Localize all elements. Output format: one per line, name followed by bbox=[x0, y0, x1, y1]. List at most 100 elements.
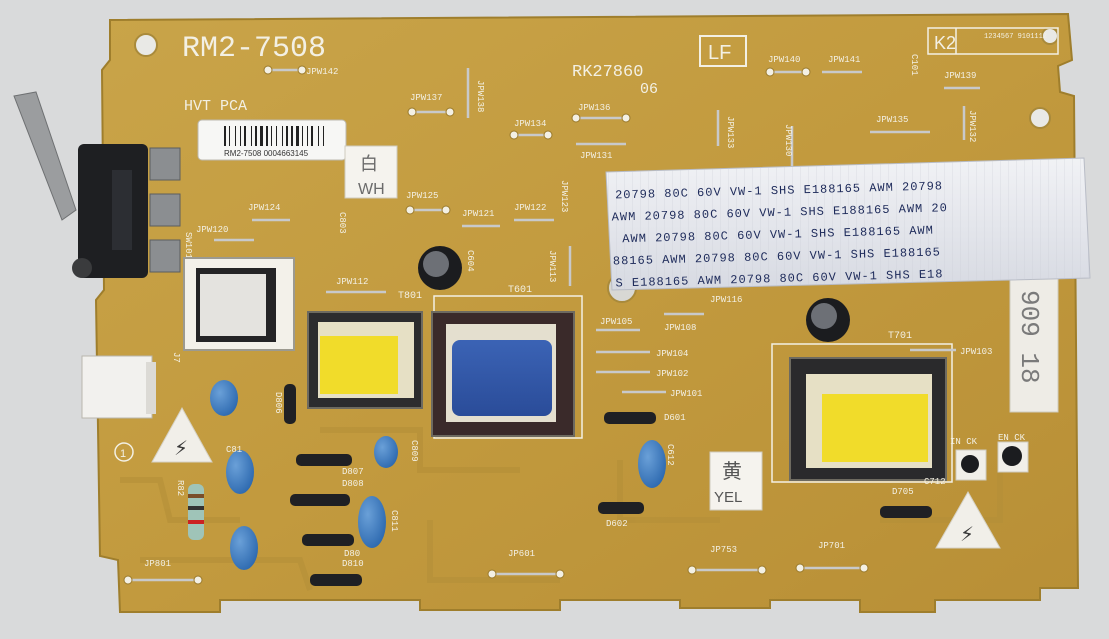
label-t701: T701 bbox=[888, 331, 912, 342]
side-marking: 909 18 bbox=[1014, 290, 1044, 384]
label-c803: C803 bbox=[337, 212, 347, 234]
label-jpw136: JPW136 bbox=[578, 103, 610, 113]
label-jpw131: JPW131 bbox=[580, 151, 612, 161]
label-j7: J7 bbox=[171, 352, 181, 363]
label-en-ck: EN CK bbox=[998, 433, 1026, 443]
barcode-sticker: RM2-7508 0004663145 bbox=[197, 119, 347, 161]
label-jpw122: JPW122 bbox=[514, 203, 546, 213]
label-jpw130: JPW130 bbox=[783, 124, 793, 156]
connector-j7[interactable] bbox=[81, 355, 156, 419]
label-jpw104: JPW104 bbox=[656, 349, 688, 359]
label-d601: D601 bbox=[664, 413, 686, 423]
lf-box bbox=[699, 35, 747, 67]
label-c612: C612 bbox=[665, 444, 675, 466]
label-c101: C101 bbox=[909, 54, 919, 76]
label-jpw135: JPW135 bbox=[876, 115, 908, 125]
pin1-mark: 1 bbox=[120, 448, 126, 460]
warning-icon: ⚡ bbox=[960, 522, 974, 546]
transformer-t801 bbox=[307, 311, 423, 409]
part-number: RM2-7508 bbox=[182, 32, 326, 66]
warning-triangle-right: ⚡ bbox=[935, 490, 1001, 549]
capacitor-c706 bbox=[806, 298, 850, 342]
label-jpw101: JPW101 bbox=[670, 389, 702, 399]
label-c809: C809 bbox=[409, 440, 419, 462]
label-jpw112: JPW112 bbox=[336, 277, 368, 287]
warning-triangle-left: ⚡ bbox=[151, 406, 213, 463]
rk-rev: 06 bbox=[640, 81, 658, 98]
label-sw101: SW101 bbox=[183, 232, 193, 259]
label-jpw116: JPW116 bbox=[710, 295, 742, 305]
label-jp801: JP801 bbox=[144, 559, 171, 569]
label-jpw121: JPW121 bbox=[462, 209, 494, 219]
capacitor-c604 bbox=[418, 246, 462, 290]
lf-mark: LF bbox=[708, 42, 731, 64]
k2-box bbox=[927, 27, 1059, 55]
label-t601: T601 bbox=[508, 285, 532, 296]
ceramic-capacitors bbox=[210, 380, 666, 570]
label-jp601: JP601 bbox=[508, 549, 535, 559]
label-jpw113: JPW113 bbox=[547, 250, 557, 282]
switch-sw101[interactable] bbox=[13, 91, 181, 278]
label-d806: D806 bbox=[273, 392, 283, 414]
solder-pads bbox=[123, 65, 869, 585]
transformer-t701 bbox=[771, 343, 953, 483]
label-jpw140: JPW140 bbox=[768, 55, 800, 65]
barcode-text: RM2-7508 0004663145 bbox=[224, 149, 309, 158]
label-jpw120: JPW120 bbox=[196, 225, 228, 235]
label-jpw142: JPW142 bbox=[306, 67, 338, 77]
label-d602: D602 bbox=[606, 519, 628, 529]
yel-text: YEL bbox=[714, 489, 742, 506]
label-d807: D807 bbox=[342, 467, 364, 477]
label-jpw139: JPW139 bbox=[944, 71, 976, 81]
label-jpw137: JPW137 bbox=[410, 93, 442, 103]
label-jpw134: JPW134 bbox=[514, 119, 546, 129]
ribbon-cable[interactable]: 20798 80C 60V VW-1 SHS E188165 AWM 20798… bbox=[605, 157, 1091, 291]
label-jpw124: JPW124 bbox=[248, 203, 280, 213]
warning-icon: ⚡ bbox=[174, 436, 188, 460]
label-c604: C604 bbox=[465, 250, 475, 272]
k-digits: 1234567 9101112 bbox=[984, 33, 1047, 41]
label-jpw132: JPW132 bbox=[967, 110, 977, 142]
wh-label bbox=[344, 145, 398, 199]
resistor-r82 bbox=[188, 484, 204, 540]
label-c712: C712 bbox=[924, 477, 946, 487]
jumper-wires bbox=[128, 68, 980, 582]
side-marking-label bbox=[1009, 275, 1059, 413]
mounting-hole bbox=[134, 33, 158, 57]
label-jpw102: JPW102 bbox=[656, 369, 688, 379]
rk-code: RK27860 bbox=[572, 63, 643, 82]
label-jpw138: JPW138 bbox=[475, 80, 485, 112]
label-t801: T801 bbox=[398, 291, 422, 302]
wh-cn: 白 bbox=[360, 154, 378, 175]
transformer-white bbox=[183, 257, 295, 351]
mounting-hole bbox=[1029, 107, 1051, 129]
label-r82: R82 bbox=[175, 480, 185, 496]
label-jpw103: JPW103 bbox=[960, 347, 992, 357]
yel-cn: 黄 bbox=[722, 459, 742, 483]
label-jpw125: JPW125 bbox=[406, 191, 438, 201]
diodes bbox=[284, 384, 932, 586]
label-jpw133: JPW133 bbox=[725, 116, 735, 148]
label-jpw108: JPW108 bbox=[664, 323, 696, 333]
label-jp701: JP701 bbox=[818, 541, 845, 551]
label-jpw123: JPW123 bbox=[559, 180, 569, 212]
label-jpw105: JPW105 bbox=[600, 317, 632, 327]
label-d80: D80 bbox=[344, 549, 360, 559]
label-d810: D810 bbox=[342, 559, 364, 569]
label-c81: C81 bbox=[226, 445, 242, 455]
transformer-t601 bbox=[431, 295, 583, 439]
component-labels: JPW142 JPW137 JPW138 JPW136 JPW134 JPW13… bbox=[144, 54, 992, 569]
label-in-ck: IN CK bbox=[950, 437, 978, 447]
k-mark: K2 bbox=[934, 33, 956, 53]
label-jp753: JP753 bbox=[710, 545, 737, 555]
yel-label bbox=[709, 451, 763, 511]
board-name: HVT PCA bbox=[184, 98, 247, 115]
label-c811: C811 bbox=[389, 510, 399, 532]
barcode bbox=[224, 126, 324, 146]
wh-text: WH bbox=[358, 181, 385, 198]
pcb-traces bbox=[120, 427, 1003, 591]
label-d808: D808 bbox=[342, 479, 364, 489]
label-d705: D705 bbox=[892, 487, 914, 497]
